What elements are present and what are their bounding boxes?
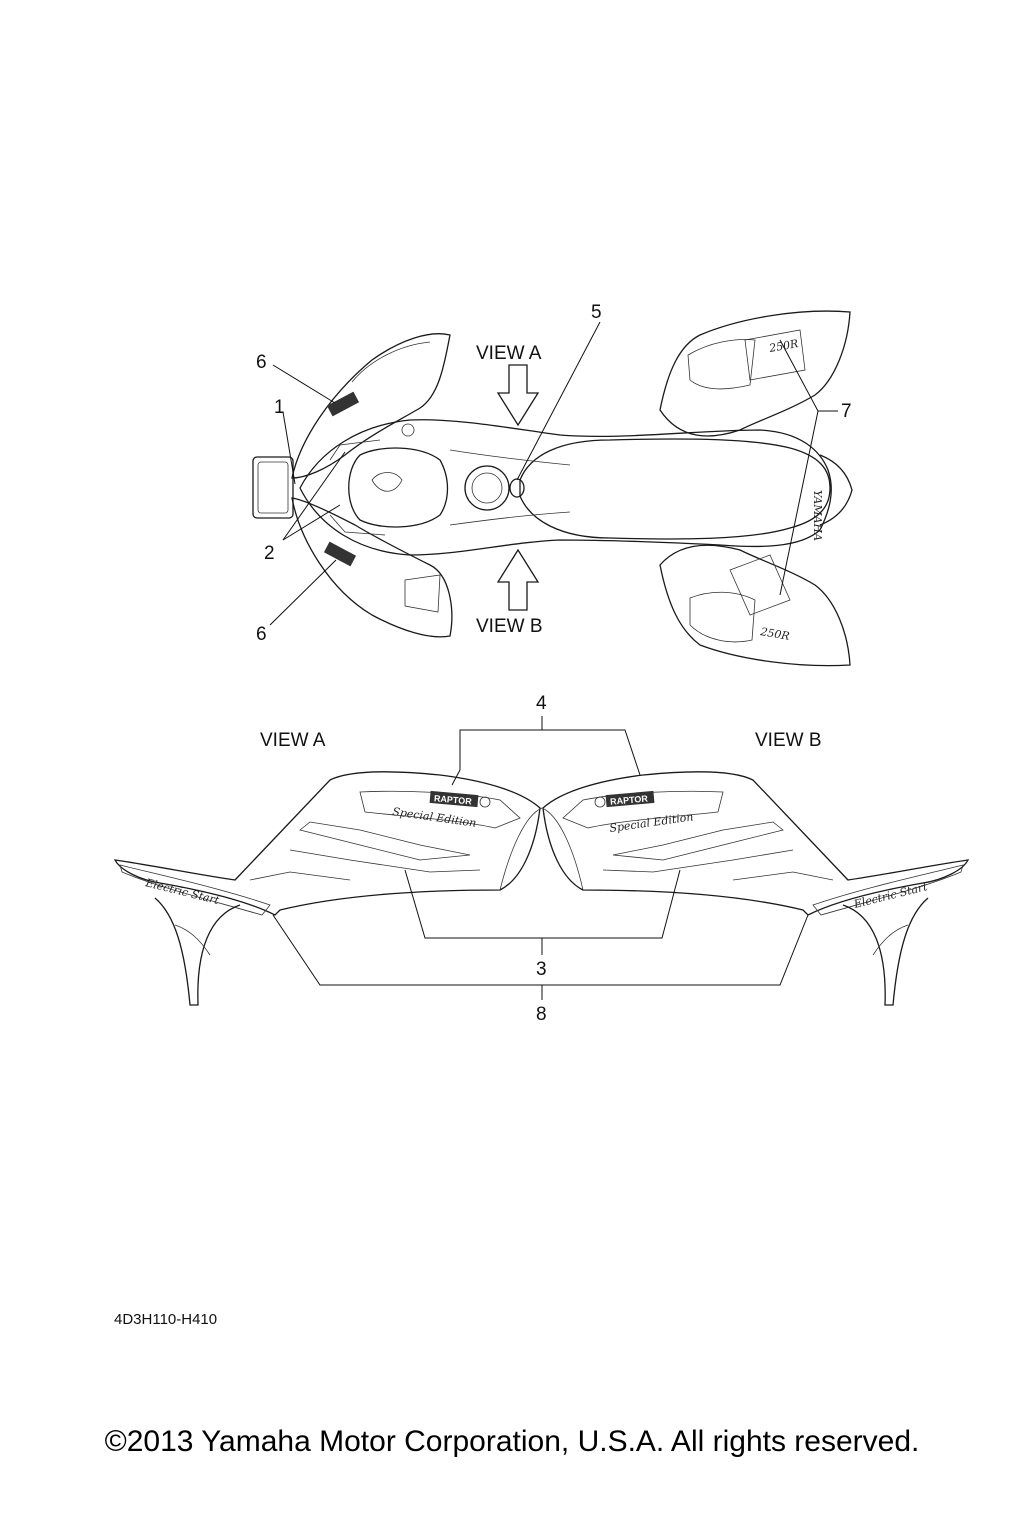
callout-3: 3 [536,959,547,980]
front-fender-lower [291,497,453,638]
callout-4: 4 [536,693,547,714]
view-a-label-top: VIEW A [476,343,542,364]
atv-top-view: YAMAHA 250R 250R VIEW A VIEW B 5 6 1 2 6… [252,302,853,667]
view-a-label-detail: VIEW A [260,730,326,751]
view-b-label-top: VIEW B [476,616,543,637]
callout-8: 8 [536,1004,547,1025]
callout-2: 2 [264,543,275,564]
raptor-decal-upper [326,391,360,417]
callout-5: 5 [591,302,602,323]
fender-left [113,771,541,916]
view-b-arrow [496,548,540,611]
yamaha-rear-decal: YAMAHA [811,490,824,541]
callout-7: 7 [841,401,852,422]
raptor-logo-left-text: RAPTOR [434,793,473,806]
fender-right [542,771,970,916]
raptor-logo-right-text: RAPTOR [610,793,649,806]
side-detail-view: VIEW A VIEW B 4 RAPTOR RAPTOR [113,693,970,1025]
raptor-logo-right [605,790,655,808]
model-250r-lower-decal: 250R [758,625,790,643]
view-a-arrow [496,364,540,427]
raptor-decal-lower [323,541,357,567]
rear-fender-upper [659,310,851,437]
special-edition-left: Special Edition [392,805,478,830]
rear-fender-lower [659,544,851,667]
view-b-label-detail: VIEW B [755,730,822,751]
electric-start-left: Electric Start [143,876,221,907]
raptor-logo-left [429,790,479,808]
front-fender-upper [291,333,451,479]
copyright-notice: ©2013 Yamaha Motor Corporation, U.S.A. A… [104,1425,920,1458]
callout-6-upper: 6 [256,352,267,373]
center-body [299,419,832,556]
callout-6-lower: 6 [256,624,267,645]
part-code: 4D3H110-H410 [114,1311,218,1328]
special-edition-right: Special Edition [609,810,695,835]
callout-1: 1 [274,397,285,418]
electric-start-right: Electric Start [852,880,930,911]
seat [519,438,831,540]
front-bumper [252,456,294,519]
